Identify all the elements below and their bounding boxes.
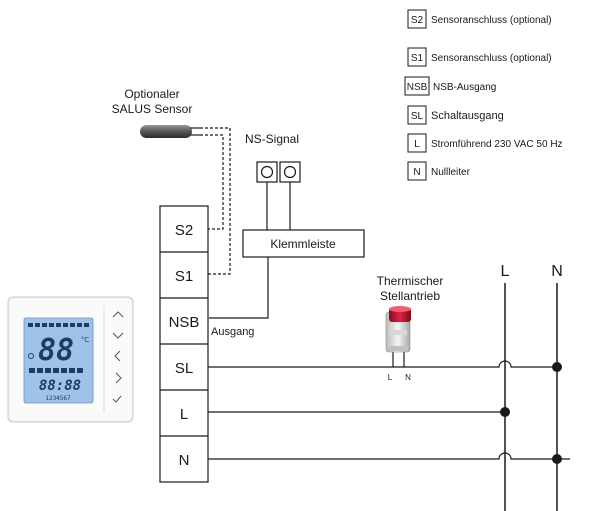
legend-row: NSB NSB-Ausgang — [404, 76, 496, 96]
terminal-label: N — [179, 452, 190, 469]
legend-row: SL Schaltausgang — [407, 105, 504, 125]
chevron-left-icon[interactable] — [114, 350, 121, 362]
check-icon[interactable] — [112, 395, 122, 403]
klemmleiste: Klemmleiste Ausgang — [209, 229, 365, 338]
lcd-sun-icon — [28, 353, 34, 359]
terminal-screw-icon — [283, 165, 297, 179]
actuator-label-line1: Thermischer — [377, 274, 444, 288]
chevron-up-icon[interactable] — [112, 311, 124, 318]
actuator-pin-n: N — [405, 373, 411, 382]
ns-signal-label: NS-Signal — [245, 132, 299, 146]
legend-code: SL — [411, 111, 424, 122]
legend-description: Sensoranschluss (optional) — [431, 15, 552, 26]
legend-description: Schaltausgang — [431, 110, 504, 122]
terminal-label: L — [180, 406, 188, 423]
sensor-label-line1: Optionaler — [124, 87, 179, 101]
lcd-display: 88 °C 88:88 1234567 — [23, 317, 94, 404]
ns-signal: NS-Signal — [245, 132, 301, 230]
terminal-label: S1 — [175, 268, 193, 285]
legend-description: NSB-Ausgang — [433, 82, 496, 93]
sensor-label-line2: SALUS Sensor — [112, 102, 193, 116]
supply-rails: L N — [501, 263, 563, 511]
lcd-day-row — [29, 368, 83, 373]
terminal-block: S2 S1 NSB SL L N — [159, 205, 209, 483]
junction-dot — [552, 454, 562, 464]
rail-n-label: N — [551, 263, 563, 280]
thermal-actuator: Thermischer Stellantrieb L N — [377, 274, 444, 382]
legend-row: L Stromführend 230 VAC 50 Hz — [407, 133, 563, 153]
legend-code: S1 — [411, 53, 424, 64]
lcd-days: 1234567 — [45, 395, 71, 402]
sensor-wires — [200, 127, 231, 275]
terminal-label: SL — [175, 360, 193, 377]
legend-row: N Nullleiter — [407, 161, 471, 181]
legend-description: Stromführend 230 VAC 50 Hz — [431, 139, 563, 150]
legend-table: S2 Sensoranschluss (optional) S1 Sensora… — [404, 9, 563, 181]
legend-code: L — [414, 139, 420, 150]
wires — [208, 352, 570, 460]
junction-dot — [500, 407, 510, 417]
actuator-pin-l: L — [388, 373, 393, 382]
legend-code: N — [413, 167, 420, 178]
actuator-label-line2: Stellantrieb — [380, 289, 440, 303]
terminal-screw-icon — [260, 165, 274, 179]
thermostat-device: 88 °C 88:88 1234567 — [7, 296, 134, 423]
lcd-clock: 88:88 — [39, 378, 81, 394]
actuator-icon — [385, 306, 411, 353]
rail-l-label: L — [501, 263, 510, 280]
ausgang-label: Ausgang — [211, 326, 254, 338]
lcd-temperature: 88 — [38, 333, 74, 368]
legend-code: NSB — [407, 82, 428, 93]
legend-code: S2 — [411, 15, 424, 26]
sensor-probe-icon — [140, 125, 192, 138]
thermostat-buttons — [112, 311, 124, 403]
junction-dot — [552, 362, 562, 372]
legend-row: S1 Sensoranschluss (optional) — [407, 47, 552, 67]
chevron-right-icon[interactable] — [115, 372, 122, 384]
legend-description: Nullleiter — [431, 167, 471, 178]
salus-sensor: Optionaler SALUS Sensor — [112, 87, 200, 138]
terminal-label: S2 — [175, 222, 193, 239]
legend-description: Sensoranschluss (optional) — [431, 53, 552, 64]
lcd-indicator-row — [28, 323, 89, 327]
lcd-celsius-icon: °C — [81, 336, 90, 344]
junction-dots — [500, 362, 562, 464]
legend-row: S2 Sensoranschluss (optional) — [407, 9, 552, 29]
terminal-label: NSB — [169, 314, 200, 331]
chevron-down-icon[interactable] — [112, 332, 124, 339]
klemmleiste-label: Klemmleiste — [270, 237, 336, 251]
